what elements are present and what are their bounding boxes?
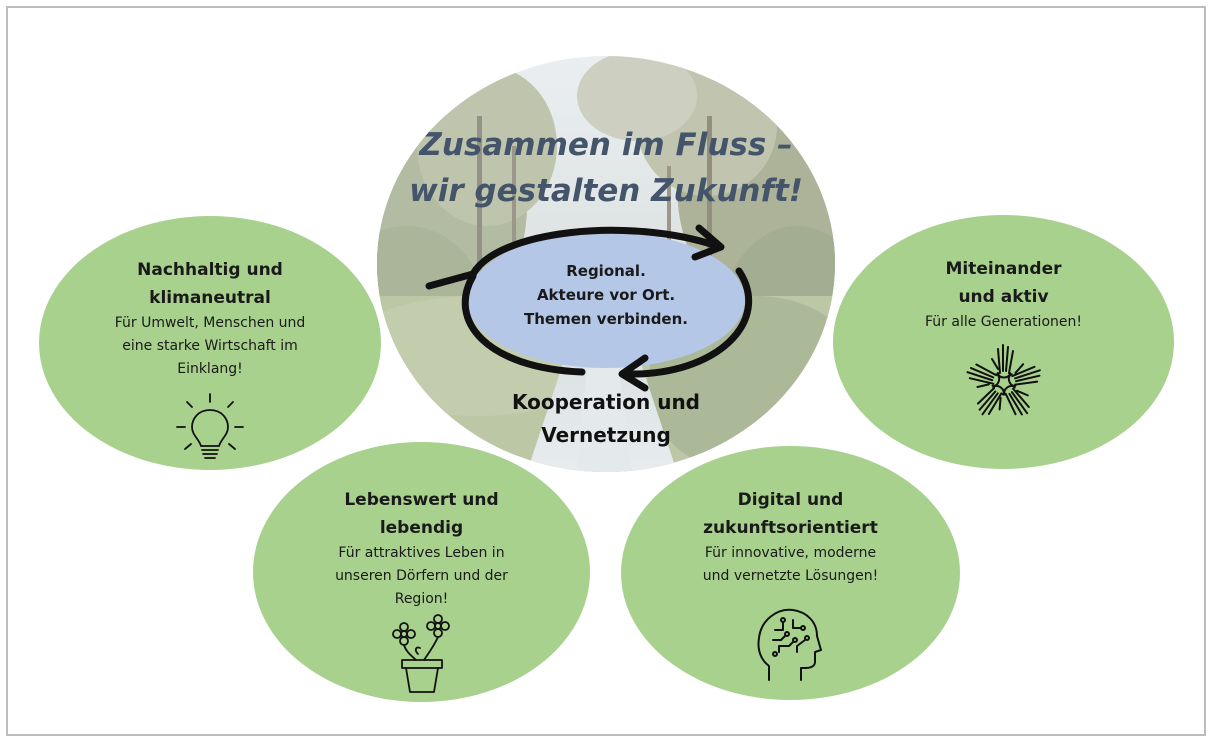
bubble-digital-title-1: Digital und: [737, 490, 844, 510]
bubble-nachhaltig-desc-2: eine starke Wirtschaft im: [122, 338, 298, 354]
bubble-digital-desc-2: und vernetzte Lösungen!: [702, 568, 879, 584]
bubble-digital-title-2: zukunftsorientiert: [703, 518, 878, 538]
bubble-nachhaltig-title-1: Nachhaltig und: [137, 260, 283, 280]
inner-line-1: Regional.: [566, 262, 646, 280]
digital-head-icon: [757, 608, 822, 681]
kooperation-line-1: Kooperation und: [511, 390, 701, 414]
kooperation-line-2: Vernetzung: [541, 423, 671, 447]
lightbulb-icon: [176, 393, 244, 459]
slogan-line-2: wir gestalten Zukunft!: [409, 173, 803, 209]
bubble-lebenswert-title-1: Lebenswert und: [344, 490, 499, 510]
center-circle: Zusammen im Fluss – wir gestalten Zukunf…: [377, 56, 835, 472]
kooperation-label: Kooperation und Vernetzung: [377, 386, 835, 452]
bubble-digital-desc-1: Für innovative, moderne: [704, 545, 877, 561]
river-landscape-photo: [377, 56, 835, 472]
slogan-line-1: Zusammen im Fluss –: [419, 127, 793, 163]
bubble-nachhaltig-desc-3: Einklang!: [177, 361, 243, 377]
bubble-lebenswert-title-2: lebendig: [379, 518, 464, 538]
bubble-lebenswert-desc-2: unseren Dörfern und der: [335, 568, 508, 584]
bubble-miteinander-desc-1: Für alle Generationen!: [925, 314, 1082, 330]
inner-ellipse-text: Regional. Akteure vor Ort. Themen verbin…: [377, 259, 835, 331]
bubble-miteinander: Miteinander und aktiv Für alle Generatio…: [833, 215, 1174, 469]
bubble-nachhaltig: Nachhaltig und klimaneutral Für Umwelt, …: [39, 216, 381, 470]
bubble-nachhaltig-desc-1: Für Umwelt, Menschen und: [114, 315, 306, 331]
bubble-lebenswert-desc-3: Region!: [394, 591, 449, 607]
inner-line-2: Akteure vor Ort.: [536, 286, 676, 304]
bubble-nachhaltig-title-2: klimaneutral: [149, 288, 271, 308]
bubble-miteinander-title-2: und aktiv: [958, 287, 1049, 307]
slogan: Zusammen im Fluss – wir gestalten Zukunf…: [377, 122, 835, 214]
bubble-lebenswert-desc-1: Für attraktives Leben in: [338, 545, 505, 561]
inner-line-3: Themen verbinden.: [524, 310, 688, 328]
flower-pot-icon: [391, 614, 450, 693]
bubble-miteinander-title-1: Miteinander: [945, 259, 1062, 279]
bubble-lebenswert: Lebenswert und lebendig Für attraktives …: [253, 442, 590, 702]
bubble-digital: Digital und zukunftsorientiert Für innov…: [621, 446, 960, 700]
inner-ellipse: [467, 232, 745, 368]
hands-together-icon: [962, 344, 1044, 422]
